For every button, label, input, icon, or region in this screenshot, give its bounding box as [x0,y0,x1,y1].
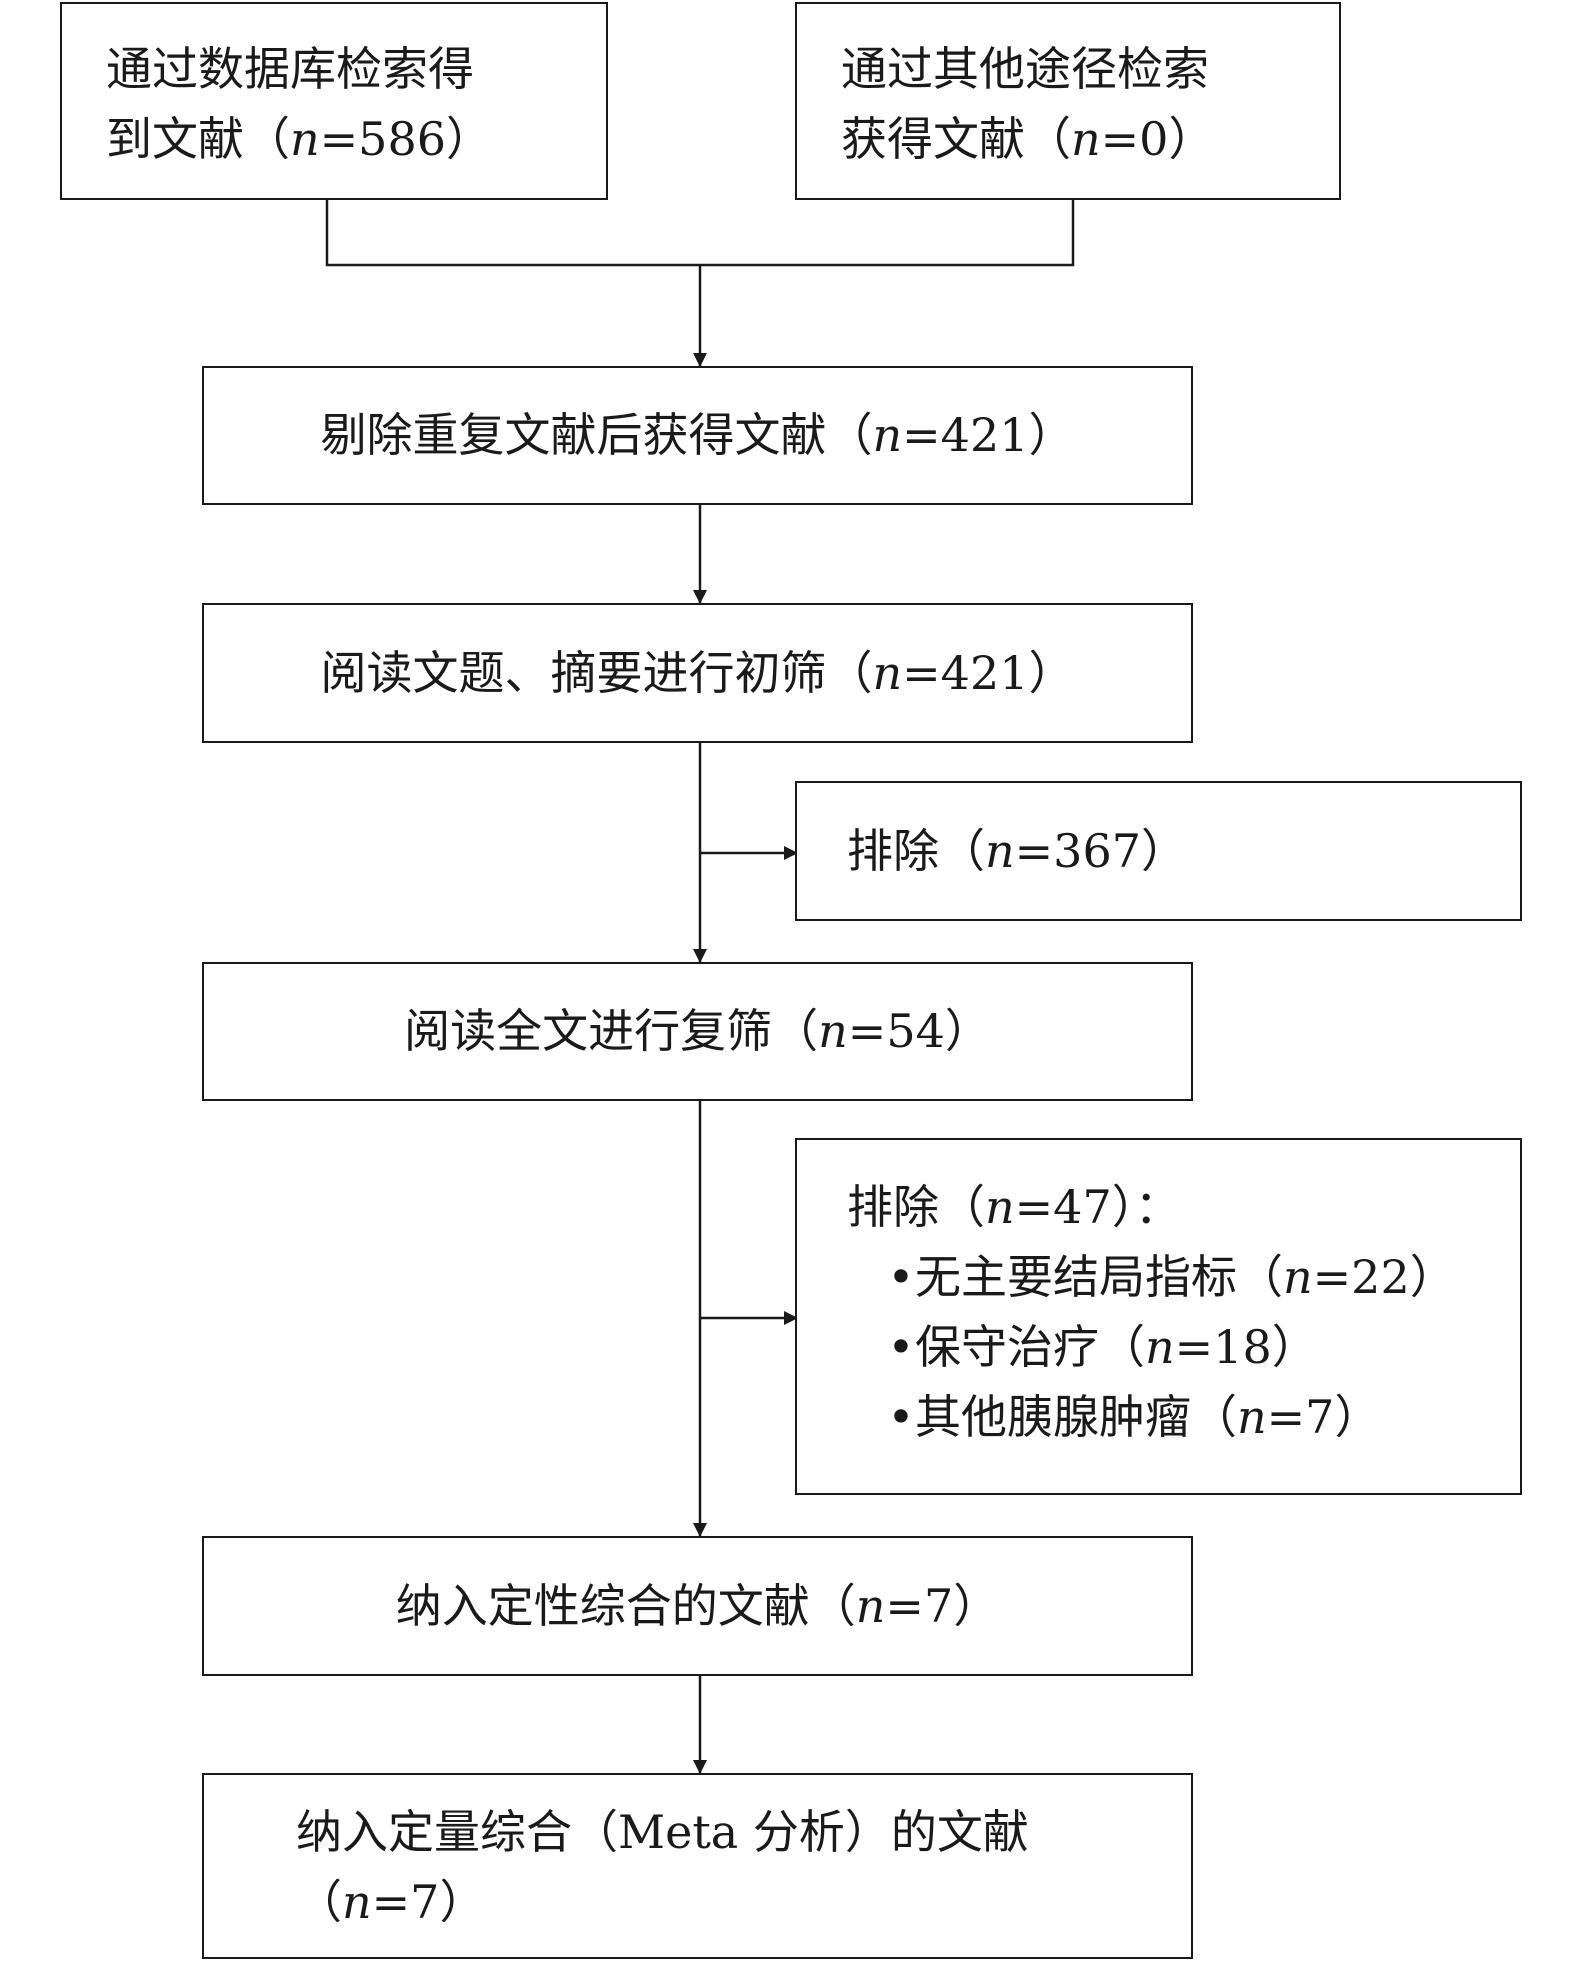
exclusion-reason-text: 保守治疗（n=18） [915,1320,1318,1374]
node-dedup: 剔除重复文献后获得文献（n=421） [202,366,1193,505]
node-qualitative-synthesis: 纳入定性综合的文献（n=7） [202,1536,1193,1676]
bullet-icon: • [887,1390,915,1444]
node-other-search-line-1: 通过其他途径检索 [841,42,1209,96]
node-quantitative-line-1: 纳入定量综合（Meta 分析）的文献 [296,1805,1029,1859]
node-exclusion-2-heading: 排除（n=47）： [847,1180,1181,1234]
node-database-search-line-2: 到文献（n=586） [106,112,492,166]
node-title-abstract-label: 阅读文题、摘要进行初筛（n=421） [320,646,1075,700]
node-fulltext-label: 阅读全文进行复筛（n=54） [404,1004,991,1058]
edge-merge-connector [325,198,1075,267]
bullet-icon: • [887,1250,915,1304]
node-dedup-label: 剔除重复文献后获得文献（n=421） [320,408,1075,462]
node-quantitative-line-2: （n=7） [296,1875,486,1929]
node-exclusion-2: 排除（n=47）： •无主要结局指标（n=22） •保守治疗（n=18） •其他… [795,1138,1522,1495]
exclusion-reason-text: 其他胰腺肿瘤（n=7） [915,1390,1381,1444]
node-title-abstract-screening: 阅读文题、摘要进行初筛（n=421） [202,603,1193,743]
node-exclusion-1-label: 排除（n=367） [847,824,1187,878]
exclusion-reason-text: 无主要结局指标（n=22） [915,1250,1456,1304]
exclusion-reason-item: •其他胰腺肿瘤（n=7） [887,1382,1520,1452]
exclusion-reason-item: •无主要结局指标（n=22） [887,1242,1520,1312]
node-other-search: 通过其他途径检索 获得文献（n=0） [795,2,1341,200]
node-other-search-line-2: 获得文献（n=0） [841,112,1215,166]
exclusion-reasons-list: •无主要结局指标（n=22） •保守治疗（n=18） •其他胰腺肿瘤（n=7） [887,1242,1520,1452]
node-qualitative-label: 纳入定性综合的文献（n=7） [395,1579,1000,1633]
exclusion-reason-item: •保守治疗（n=18） [887,1312,1520,1382]
node-fulltext-screening: 阅读全文进行复筛（n=54） [202,962,1193,1101]
node-database-search: 通过数据库检索得 到文献（n=586） [60,2,608,200]
node-database-search-line-1: 通过数据库检索得 [106,42,474,96]
bullet-icon: • [887,1320,915,1374]
node-exclusion-1: 排除（n=367） [795,781,1522,921]
node-quantitative-synthesis: 纳入定量综合（Meta 分析）的文献 （n=7） [202,1773,1193,1959]
